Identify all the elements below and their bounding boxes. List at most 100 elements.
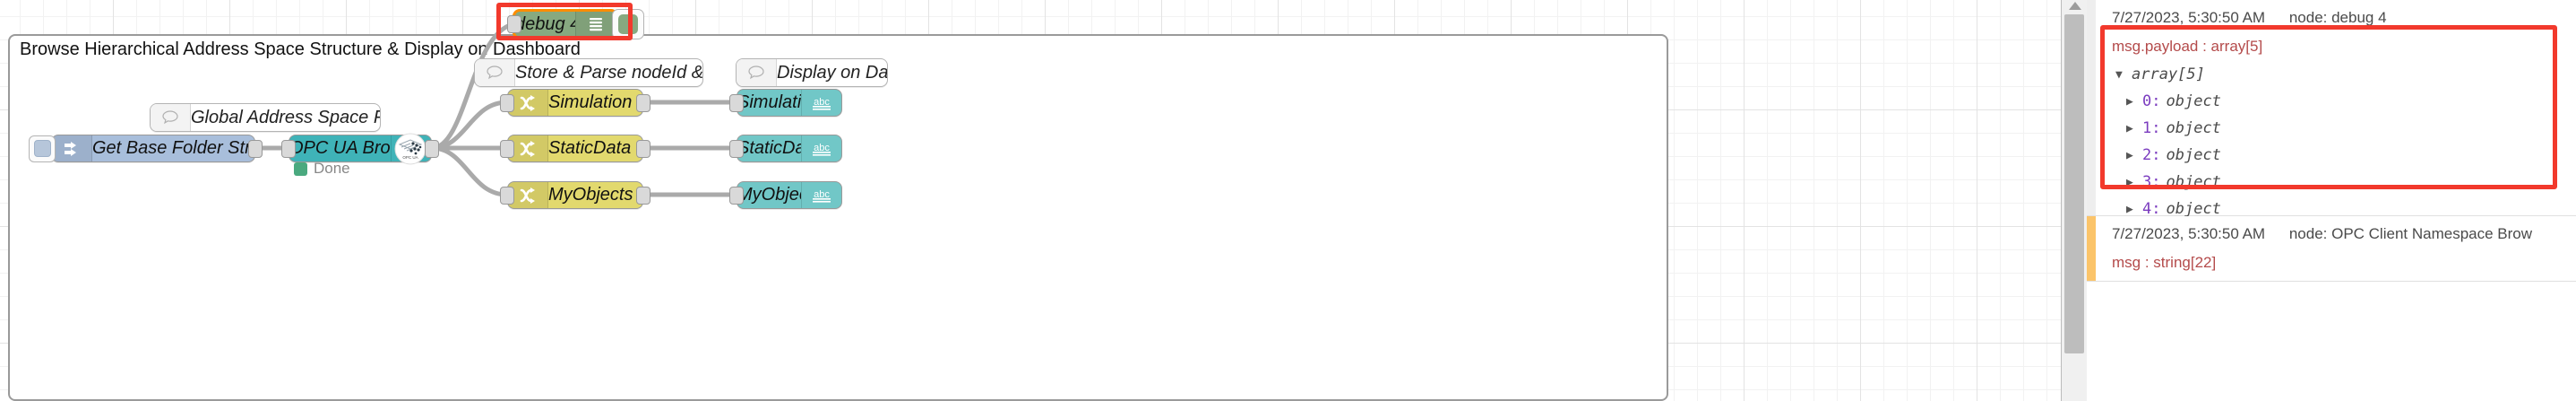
abc-icon: abc <box>801 182 841 208</box>
expand-caret-right-icon[interactable]: ▶ <box>2126 175 2133 189</box>
message-property: msg : string[22] <box>2112 254 2217 271</box>
node-label: Display on Dashboard <box>777 62 887 83</box>
tree-item-key: 1 <box>2142 119 2152 137</box>
node-label: Simulation <box>737 92 801 112</box>
node-ui-text-myobjects[interactable]: MyObjects abc <box>729 181 842 209</box>
message-header: 7/27/2023, 5:30:50 AM node: debug 4 <box>2101 9 2576 27</box>
expand-caret-right-icon[interactable]: ▶ <box>2126 148 2133 162</box>
node-label: StaticData <box>737 138 801 158</box>
node-label: MyObjects Folder <box>548 185 642 205</box>
debug-scrollbar[interactable] <box>2062 0 2087 401</box>
node-output-port[interactable] <box>636 139 650 158</box>
comment-bubble-icon <box>151 104 191 131</box>
scrollbar-thumb[interactable] <box>2064 14 2084 353</box>
status-dot-icon <box>294 161 307 176</box>
message-source-node: node: debug 4 <box>2288 9 2387 26</box>
node-label: StaticData Folder <box>548 138 642 158</box>
status-text: Done <box>314 160 350 177</box>
node-input-port[interactable] <box>729 139 744 158</box>
tree-item-key: 4 <box>2142 200 2152 218</box>
tree-item-row[interactable]: ▶ 0: object <box>2126 92 2221 110</box>
function-icon <box>508 182 548 208</box>
node-output-port[interactable] <box>425 139 439 158</box>
node-comment-store-parse[interactable]: Store & Parse nodeId & browseName <box>474 58 703 87</box>
tree-item-row[interactable]: ▶ 4: object <box>2126 200 2221 218</box>
node-input-port[interactable] <box>500 186 514 205</box>
node-debug-4[interactable]: debug 4 <box>507 9 644 39</box>
debug-message[interactable]: 7/27/2023, 5:30:50 AM node: debug 4 msg.… <box>2087 0 2576 218</box>
tree-item-key: 0 <box>2142 92 2152 110</box>
expand-caret-right-icon[interactable]: ▶ <box>2126 121 2133 135</box>
expand-caret-right-icon[interactable]: ▶ <box>2126 202 2133 216</box>
tree-item-value: object <box>2166 119 2221 137</box>
node-inject-get-base-folder-structure[interactable]: Get Base Folder Structure ¹ <box>29 135 263 162</box>
message-timestamp: 7/27/2023, 5:30:50 AM <box>2112 225 2266 242</box>
node-function-staticdata-folder[interactable]: StaticData Folder <box>500 135 650 162</box>
flow-canvas[interactable]: Browse Hierarchical Address Space Struct… <box>0 0 2061 401</box>
debug-message-list[interactable]: 7/27/2023, 5:30:50 AM node: debug 4 msg.… <box>2087 0 2576 401</box>
node-function-myobjects-folder[interactable]: MyObjects Folder <box>500 181 650 209</box>
flow-group-label: Browse Hierarchical Address Space Struct… <box>20 39 581 59</box>
message-source-node: node: OPC Client Namespace Brow <box>2288 225 2533 242</box>
node-input-port[interactable] <box>729 186 744 205</box>
node-input-port[interactable] <box>729 93 744 112</box>
message-type-bar <box>2087 0 2096 215</box>
node-ui-text-simulation[interactable]: Simulation abc <box>729 89 842 117</box>
node-ui-text-staticdata[interactable]: StaticData abc <box>729 135 842 162</box>
svg-text:abc: abc <box>814 189 830 200</box>
tree-item-value: object <box>2166 146 2221 164</box>
message-property: msg.payload : array[5] <box>2112 38 2263 55</box>
tree-item-value: object <box>2166 200 2221 218</box>
opc-ua-logo-icon: OPC UA <box>391 133 431 165</box>
tree-root-row[interactable]: ▼ array[5] <box>2115 65 2576 83</box>
tree-item-row[interactable]: ▶ 3: object <box>2126 173 2221 191</box>
node-opc-ua-browser[interactable]: OPC UA Browser OPC UA <box>281 133 439 165</box>
node-label: MyObjects <box>737 185 801 205</box>
node-output-port[interactable] <box>636 93 650 112</box>
scroll-up-arrow-icon[interactable] <box>2069 2 2081 10</box>
node-input-port[interactable] <box>281 139 296 158</box>
node-label: Store & Parse nodeId & browseName <box>515 62 702 83</box>
node-label: OPC UA Browser <box>289 138 391 158</box>
node-input-port[interactable] <box>500 139 514 158</box>
abc-icon: abc <box>801 90 841 116</box>
comment-bubble-icon <box>475 59 515 86</box>
inject-trigger-button[interactable] <box>29 135 56 162</box>
node-label: Get Base Folder Structure ¹ <box>92 138 254 158</box>
tree-item-row[interactable]: ▶ 2: object <box>2126 146 2221 164</box>
function-icon <box>508 90 548 116</box>
tree-item-key: 2 <box>2142 146 2152 164</box>
node-comment-display-dashboard[interactable]: Display on Dashboard <box>736 58 888 87</box>
expand-caret-down-icon[interactable]: ▼ <box>2115 67 2123 82</box>
function-icon <box>508 135 548 161</box>
message-timestamp: 7/27/2023, 5:30:50 AM <box>2112 9 2266 26</box>
tree-item-value: object <box>2166 173 2221 191</box>
message-type-bar <box>2087 216 2096 281</box>
node-comment-global-address-space[interactable]: Global Address Space Folder Browse <box>150 103 381 132</box>
tree-item-key: 3 <box>2142 173 2152 191</box>
node-label: Simulation Folder <box>548 92 642 112</box>
tree-root-label: array[5] <box>2132 65 2205 83</box>
node-function-simulation-folder[interactable]: Simulation Folder <box>500 89 650 117</box>
tree-item-value: object <box>2166 92 2221 110</box>
message-header: 7/27/2023, 5:30:50 AM node: OPC Client N… <box>2101 225 2576 243</box>
node-output-port[interactable] <box>636 186 650 205</box>
svg-text:abc: abc <box>814 97 830 108</box>
debug-lines-icon <box>575 12 616 37</box>
node-status-opc-ua-browser: Done <box>294 160 350 178</box>
node-input-port[interactable] <box>507 15 521 33</box>
expand-caret-right-icon[interactable]: ▶ <box>2126 94 2133 109</box>
comment-bubble-icon <box>737 59 777 86</box>
svg-text:abc: abc <box>814 143 830 153</box>
svg-text:OPC UA: OPC UA <box>402 155 418 160</box>
message-tree[interactable]: ▼ array[5] ▶ 0: object ▶ 1: object ▶ <box>2101 65 2576 218</box>
debug-sidebar: 7/27/2023, 5:30:50 AM node: debug 4 msg.… <box>2061 0 2576 401</box>
debug-toggle-button[interactable] <box>612 9 644 39</box>
inject-arrow-icon <box>52 135 92 161</box>
node-output-port[interactable] <box>248 139 263 158</box>
debug-message[interactable]: 7/27/2023, 5:30:50 AM node: OPC Client N… <box>2087 216 2576 282</box>
tree-item-row[interactable]: ▶ 1: object <box>2126 119 2221 137</box>
abc-icon: abc <box>801 135 841 161</box>
node-input-port[interactable] <box>500 93 514 112</box>
